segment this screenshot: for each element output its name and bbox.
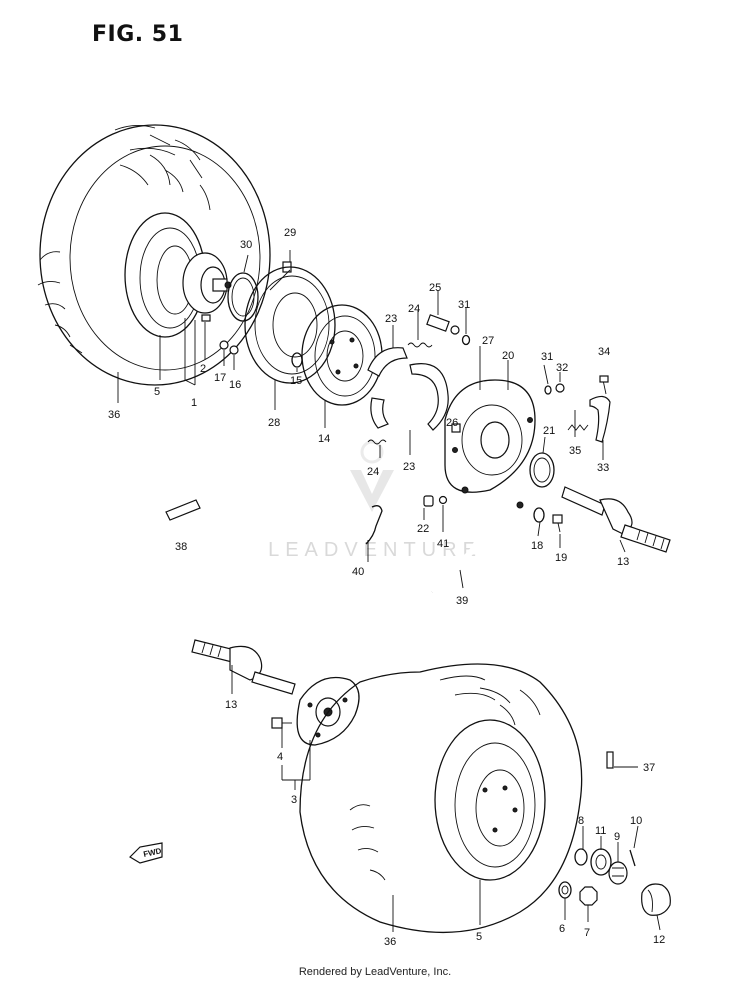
callout-31b: 31 [541, 351, 553, 363]
castle-nut-9 [608, 861, 628, 885]
watermark-text: LEADVENTURE [268, 539, 482, 561]
leader-lines-upper [117, 254, 626, 589]
callout-28: 28 [268, 417, 280, 429]
callout-34: 34 [598, 346, 610, 358]
callout-17: 17 [214, 372, 226, 384]
callout-26: 26 [446, 417, 458, 429]
callout-32: 32 [556, 362, 568, 374]
brake-shoe-23 [367, 347, 449, 431]
clip-41 [438, 495, 448, 505]
bolt-26 [451, 423, 461, 433]
rear-tire-upper [37, 124, 271, 386]
wheel-rim-lower [434, 719, 546, 881]
spring-35 [567, 424, 589, 431]
callout-21: 21 [543, 425, 555, 437]
callout-8: 8 [578, 815, 584, 827]
bolt-19 [552, 514, 563, 533]
callout-22: 22 [417, 523, 429, 535]
callout-31a: 31 [458, 299, 470, 311]
callout-33: 33 [597, 462, 609, 474]
callout-12: 12 [653, 934, 665, 946]
callout-30: 30 [240, 239, 252, 251]
callout-24a: 24 [408, 303, 420, 315]
bolt-4 [271, 717, 292, 729]
brake-drum-14 [301, 304, 383, 406]
o-ring-31b [544, 385, 552, 395]
callout-27: 27 [482, 335, 494, 347]
callout-41: 41 [437, 538, 449, 550]
brake-lever-33 [589, 375, 611, 443]
o-ring-31 [461, 334, 471, 346]
oil-seal-30 [227, 272, 259, 322]
callout-13a: 13 [617, 556, 629, 568]
brake-panel-20 [444, 379, 536, 509]
callout-19: 19 [555, 552, 567, 564]
callout-3: 3 [291, 794, 297, 806]
nut-16 [229, 345, 239, 355]
nut-11 [590, 848, 612, 876]
callout-15: 15 [290, 375, 302, 387]
nut-6 [558, 881, 572, 899]
bolt-29 [282, 250, 292, 273]
o-ring-15 [291, 352, 303, 368]
callout-11: 11 [595, 825, 606, 837]
callout-2: 2 [200, 363, 206, 375]
callout-37: 37 [643, 762, 655, 774]
callout-38: 38 [175, 541, 187, 553]
nut-32 [555, 383, 565, 393]
callout-1: 1 [191, 397, 197, 409]
figure-title: FIG. 51 [92, 22, 184, 47]
callout-24b: 24 [367, 466, 379, 478]
bolt-2 [201, 314, 211, 322]
callout-25: 25 [429, 282, 441, 294]
callout-40: 40 [352, 566, 364, 578]
callout-4: 4 [277, 751, 283, 763]
callout-29: 29 [284, 227, 296, 239]
axle-shaft-upper-13 [561, 486, 671, 553]
callout-36a: 36 [108, 409, 120, 421]
forward-direction-arrow [129, 842, 163, 864]
valve-37 [606, 751, 614, 769]
callout-35: 35 [569, 445, 581, 457]
callout-14: 14 [318, 433, 330, 445]
callout-23b: 23 [403, 461, 415, 473]
callout-16: 16 [229, 379, 241, 391]
exploded-parts-diagram: LEADVENTURE [37, 124, 671, 948]
callout-20: 20 [502, 350, 514, 362]
callout-5b: 5 [476, 931, 482, 943]
washer-8 [574, 848, 588, 866]
leader-lines-lower [231, 665, 661, 932]
cap-12 [641, 883, 671, 916]
callout-10: 10 [630, 815, 642, 827]
clip-40 [365, 505, 383, 545]
callout-23a: 23 [385, 313, 397, 325]
pin-38 [165, 499, 201, 521]
brake-cam-25 [426, 314, 460, 335]
washer-18 [533, 507, 545, 523]
washer-17 [219, 340, 229, 350]
wheel-hub-upper [182, 252, 232, 314]
oil-seal-21 [529, 452, 555, 488]
watermark-logo [350, 440, 394, 512]
forward-arrow-label: FWD [143, 846, 163, 859]
callout-36b: 36 [384, 936, 396, 948]
callout-5a: 5 [154, 386, 160, 398]
footer-credit: Rendered by LeadVenture, Inc. [298, 966, 452, 978]
callout-6: 6 [559, 923, 565, 935]
callout-39: 39 [456, 595, 468, 607]
brake-drum-cover-28 [244, 266, 336, 384]
callout-9: 9 [614, 831, 620, 843]
nut-7 [579, 886, 598, 906]
brake-spring-24 [367, 342, 433, 445]
rear-tire-lower [299, 663, 583, 934]
cam-bushing-22 [423, 495, 434, 507]
callout-18: 18 [531, 540, 543, 552]
cotter-pin-10 [629, 849, 636, 867]
breather-hose-39 [429, 507, 484, 594]
axle-shaft-lower-13 [191, 639, 296, 695]
callout-13b: 13 [225, 699, 237, 711]
callout-7: 7 [584, 927, 590, 939]
